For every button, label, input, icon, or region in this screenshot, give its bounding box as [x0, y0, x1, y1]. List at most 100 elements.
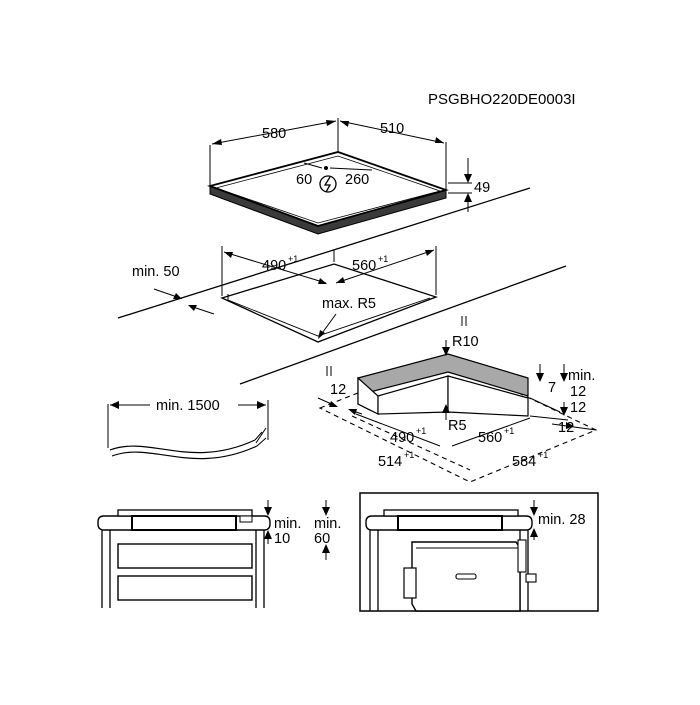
cabinet-right-left-side	[369, 530, 379, 611]
install-right-drawing: min. 28	[359, 492, 599, 612]
hob-left-clip	[239, 515, 253, 523]
arrow-head	[464, 193, 472, 202]
install-left-drawing: min. 10 min. 60	[97, 500, 341, 608]
electric-hazard-icon	[319, 175, 337, 193]
cutout-depth-dim-line	[335, 249, 435, 284]
cable-min-length-label: min. 1500	[156, 398, 220, 414]
arrow-head	[318, 278, 327, 284]
frame-inner-dashed	[351, 415, 471, 471]
cutout-width-label: 490	[262, 258, 286, 274]
countertop-cutout-drawing: min. 50 490 +1 560 +1 max. R5	[117, 187, 567, 385]
cutout-outline	[220, 263, 438, 343]
arrow-head	[566, 422, 574, 429]
arrow-head	[212, 139, 222, 145]
frame-min-12-label: 12	[570, 384, 586, 400]
arrow-head	[340, 121, 349, 127]
cutout-min-front-label: min. 50	[132, 264, 180, 280]
frame-inner-depth-dim	[451, 417, 531, 447]
cable-pos-x-label: 60	[296, 172, 312, 188]
drawer-top	[117, 543, 253, 569]
arrow-head	[110, 401, 119, 409]
document-code: PSGBHO220DE0003I	[428, 91, 576, 108]
arrow-head	[322, 544, 330, 553]
arrow-head	[442, 404, 450, 413]
hob-glass-edge	[214, 155, 442, 224]
arrow-head	[336, 277, 345, 283]
frame-inner-depth-tolerance: +1	[504, 426, 514, 436]
install-left-min-a: min.	[274, 516, 301, 532]
cabinet-left-side	[101, 530, 111, 608]
frame-7-ext	[529, 397, 561, 413]
oven-side-panel	[403, 567, 417, 599]
install-right-min-clearance: min. 28	[538, 512, 586, 528]
arrow-head	[173, 293, 182, 299]
cutout-depth-tolerance: +1	[378, 254, 388, 264]
frame-inner-width-dim	[355, 413, 441, 447]
hob-right-body	[397, 515, 503, 531]
frame-radius-inner-label: R5	[448, 418, 467, 434]
frame-right-dim	[551, 423, 597, 431]
cutout-radius-label: max. R5	[322, 296, 376, 312]
hob-depth-dim-line	[339, 120, 445, 144]
arrow-head	[188, 305, 197, 311]
arrow-head	[442, 347, 450, 356]
arrow-head	[560, 407, 568, 416]
hob-left-body	[131, 515, 237, 531]
cutout-width-dim-line	[223, 251, 327, 284]
hob-drawing: 580 510 49 60 260	[207, 118, 490, 235]
hob-width-dim-line	[211, 120, 337, 145]
arrow-head	[530, 507, 538, 516]
cable-end-wires	[254, 427, 267, 447]
frame-radius-outer-label: R10	[452, 334, 479, 350]
install-left-value-a: 10	[274, 531, 290, 547]
arrow-head	[329, 401, 338, 407]
frame-inner-width-tolerance: +1	[416, 426, 426, 436]
arrow-head	[560, 373, 568, 382]
arrow-head	[348, 409, 357, 415]
frame-12-ext	[529, 415, 569, 421]
arrow-head	[224, 252, 233, 258]
frame-min-label: min.	[568, 368, 595, 384]
cable-pos-dim-y	[329, 167, 373, 171]
power-cable-drawing: min. 1500	[107, 398, 269, 460]
worktop-back-edge	[117, 187, 531, 319]
arrow-head	[318, 330, 325, 339]
install-left-min-b: min.	[314, 516, 341, 532]
arrow-head	[425, 250, 434, 256]
oven-handle	[455, 573, 477, 580]
frame-inner-width-label: 490	[390, 430, 414, 446]
arrow-head	[536, 373, 544, 382]
cable-wire-bottom	[111, 445, 258, 460]
cabinet-right-side	[255, 530, 265, 608]
arrow-head	[435, 137, 444, 143]
cable-pos-y-label: 260	[345, 172, 369, 188]
arrow-head	[464, 174, 472, 183]
oven-knob	[525, 573, 537, 583]
frame-offset-left-label: 12	[330, 382, 346, 398]
frame-right-wall	[447, 375, 529, 417]
drawer-bottom	[117, 575, 253, 601]
frame-outer-depth-label: 584	[512, 454, 536, 470]
cable-pos-dim-x	[303, 162, 323, 169]
cutout-inner-edge	[227, 297, 431, 337]
frame-outer-width-tolerance: +1	[404, 450, 414, 460]
install-left-value-b: 60	[314, 531, 330, 547]
frame-outer-width-label: 514	[378, 454, 402, 470]
arrow-head	[530, 528, 538, 537]
arrow-head	[326, 120, 336, 126]
cutout-depth-label: 560	[352, 258, 376, 274]
worktop-front-edge	[239, 265, 567, 385]
cutout-width-tolerance: +1	[288, 254, 298, 264]
arrow-head	[322, 507, 330, 516]
arrow-head	[264, 530, 272, 539]
frame-outer-depth-tolerance: +1	[538, 450, 548, 460]
cable-wire-top	[109, 439, 256, 454]
hob-depth-label: 510	[380, 121, 404, 137]
cable-point	[324, 166, 328, 170]
arrow-head	[264, 507, 272, 516]
hob-height-label: 49	[474, 180, 490, 196]
frame-height-7-label: 7	[548, 380, 556, 396]
frame-side-12-label: 12	[570, 400, 586, 416]
